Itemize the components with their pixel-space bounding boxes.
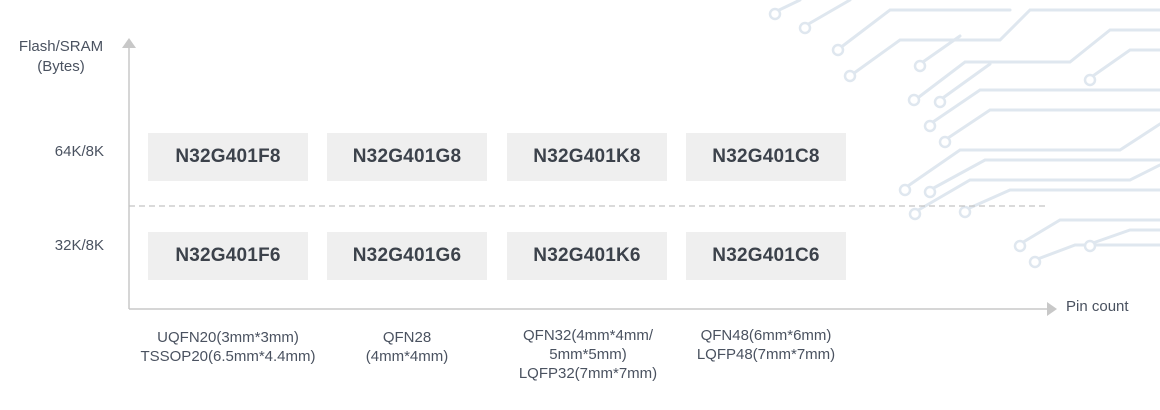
package-line: LQFP32(7mm*7mm) [518, 365, 658, 382]
chip-n32g401c8: N32G401C8 [686, 133, 846, 181]
chip-n32g401g8: N32G401G8 [327, 133, 487, 181]
package-label-32pin: QFN32(4mm*4mm/ 5mm*5mm) LQFP32(7mm*7mm) [494, 326, 682, 383]
package-line: LQFP48(7mm*7mm) [696, 346, 836, 363]
chip-n32g401k8: N32G401K8 [507, 133, 667, 181]
package-label-48pin: QFN48(6mm*6mm) LQFP48(7mm*7mm) [672, 326, 860, 364]
package-line: TSSOP20(6.5mm*4.4mm) [140, 348, 316, 365]
y-axis-title: Flash/SRAM (Bytes) [8, 37, 114, 77]
chip-n32g401f8: N32G401F8 [148, 133, 308, 181]
package-line: QFN32(4mm*4mm/ [522, 327, 653, 344]
package-line: 5mm*5mm) [549, 346, 627, 363]
package-line: UQFN20(3mm*3mm) [157, 329, 299, 346]
y-axis-arrow-icon [122, 38, 136, 48]
x-axis-title: Pin count [1066, 298, 1129, 315]
package-line: (4mm*4mm) [365, 348, 449, 365]
chip-n32g401c6: N32G401C6 [686, 232, 846, 280]
chip-n32g401k6: N32G401K6 [507, 232, 667, 280]
package-label-20pin: UQFN20(3mm*3mm) TSSOP20(6.5mm*4.4mm) [118, 328, 338, 366]
package-line: QFN28 [382, 329, 432, 346]
y-axis-title-line1: Flash/SRAM [18, 38, 104, 55]
y-axis-title-line2: (Bytes) [37, 58, 85, 75]
package-label-28pin: QFN28 (4mm*4mm) [317, 328, 497, 366]
row-label-64k: 64K/8K [54, 143, 104, 160]
package-line: QFN48(6mm*6mm) [700, 327, 832, 344]
x-axis-arrow-icon [1047, 302, 1057, 316]
chip-n32g401g6: N32G401G6 [327, 232, 487, 280]
row-label-32k: 32K/8K [54, 237, 104, 254]
chip-n32g401f6: N32G401F6 [148, 232, 308, 280]
